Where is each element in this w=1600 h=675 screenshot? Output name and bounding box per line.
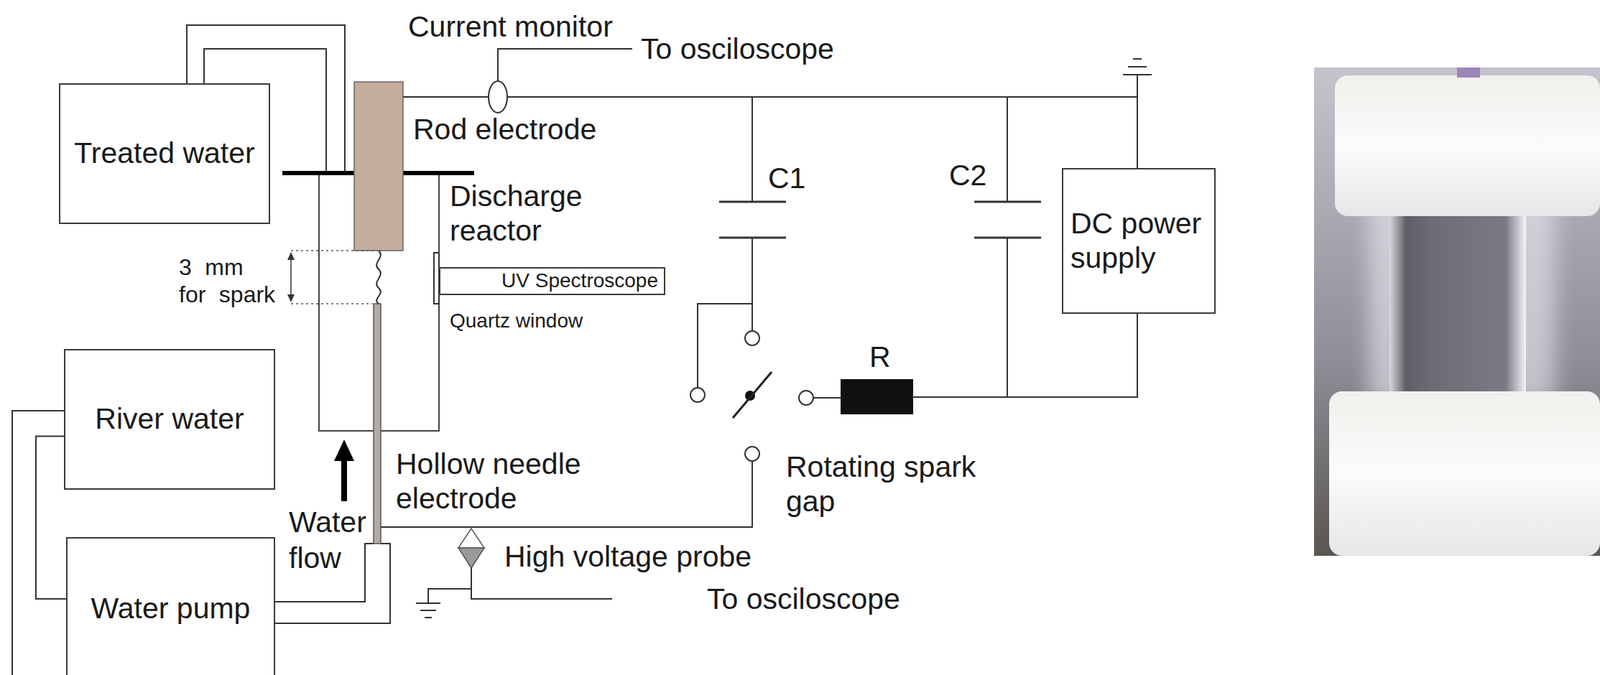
part-label: Water flow xyxy=(288,504,383,577)
box-text: DC power supply xyxy=(1070,206,1208,276)
dimension-arrow xyxy=(287,252,295,261)
capacitor-plate xyxy=(974,201,1042,204)
wire xyxy=(1006,96,1008,202)
capacitor-plate xyxy=(974,237,1042,240)
wire xyxy=(697,303,753,388)
box-text: Water pump xyxy=(91,592,251,627)
rod-electrode xyxy=(354,81,404,251)
ground-symbol xyxy=(1127,66,1147,68)
pipe-connector xyxy=(35,436,67,600)
wire xyxy=(1136,74,1139,97)
dimension-arrow xyxy=(287,294,295,303)
label-holder: To osciloscope xyxy=(706,582,901,618)
part-label: To osciloscope xyxy=(640,32,835,67)
flow-arrow xyxy=(341,459,348,502)
wire xyxy=(403,96,1138,169)
photo-column xyxy=(1389,208,1526,399)
switch-contact xyxy=(798,390,814,406)
label-holder: Rod electrode xyxy=(413,112,597,148)
tank-box: Treated water xyxy=(58,83,271,225)
part-label: Discharge reactor xyxy=(449,179,598,249)
capacitor-plate xyxy=(719,237,786,240)
label-holder: 3 mm for spark xyxy=(178,253,279,309)
needle-electrode xyxy=(373,303,381,544)
flow-arrow xyxy=(334,439,355,462)
ground-symbol xyxy=(1133,58,1142,60)
box-text: UV Spectroscope xyxy=(501,269,659,294)
power-supply-box: DC power supply xyxy=(1061,168,1216,314)
capacitor-plate xyxy=(719,201,786,204)
label-holder: Water flow xyxy=(288,504,383,577)
label-holder: Discharge reactor xyxy=(449,179,598,249)
box-text: River water xyxy=(94,402,244,437)
part-label: High voltage probe xyxy=(504,540,752,575)
photo-cylinder xyxy=(1334,75,1600,217)
switch-contact xyxy=(745,331,760,346)
wire xyxy=(751,96,753,202)
label-holder: Current monitor xyxy=(408,10,613,45)
ground-symbol xyxy=(420,609,437,612)
part-label: C1 xyxy=(768,161,806,197)
spark-channel xyxy=(376,250,381,304)
part-label: Hollow needle electrode xyxy=(395,447,594,517)
label-holder: Rotating spark gap xyxy=(785,450,993,520)
spectroscope-box: UV Spectroscope xyxy=(438,267,666,296)
part-label: To osciloscope xyxy=(706,582,901,618)
dimension-arrow xyxy=(290,258,292,297)
wire xyxy=(913,313,1138,398)
part-label: Quartz window xyxy=(449,309,583,334)
photo-background xyxy=(1314,67,1600,557)
wire xyxy=(1006,237,1008,398)
inlet-pipe xyxy=(12,410,64,675)
switch-contact xyxy=(745,446,760,462)
photo-glow xyxy=(1368,201,1556,403)
box-text: Treated water xyxy=(74,136,255,171)
resistor-symbol xyxy=(840,379,914,415)
probe-symbol xyxy=(458,528,485,549)
photo-cylinder xyxy=(1329,391,1600,557)
wire xyxy=(751,237,753,332)
dimension-line xyxy=(290,303,373,305)
label-holder: To osciloscope xyxy=(640,32,835,67)
label-holder: C2 xyxy=(949,158,987,194)
part-label: Rotating spark gap xyxy=(785,450,993,520)
part-label: 3 mm for spark xyxy=(178,253,279,309)
dimension-line xyxy=(290,250,378,252)
ground-symbol xyxy=(1122,74,1152,76)
switch-blade xyxy=(732,372,772,419)
wire xyxy=(428,589,472,604)
signal-wire xyxy=(497,48,633,82)
probe-symbol xyxy=(458,548,485,569)
label-holder: High voltage probe xyxy=(504,540,752,575)
pump-box: Water pump xyxy=(66,537,276,675)
ground-symbol xyxy=(415,602,441,605)
tank-box: River water xyxy=(63,349,276,490)
label-holder: Hollow needle electrode xyxy=(395,447,594,517)
part-label: Current monitor xyxy=(408,10,613,45)
quartz-window xyxy=(433,252,439,304)
part-label: Rod electrode xyxy=(413,112,597,148)
label-holder: C1 xyxy=(768,161,806,197)
part-label: R xyxy=(869,340,891,376)
photo-tube xyxy=(1457,67,1481,78)
label-holder: R xyxy=(869,340,891,376)
switch-contact xyxy=(690,387,705,403)
wire xyxy=(813,397,841,399)
ground-symbol xyxy=(424,617,432,619)
current-monitor-symbol xyxy=(488,81,508,113)
label-holder: Quartz window xyxy=(449,309,583,334)
part-label: C2 xyxy=(949,158,987,194)
